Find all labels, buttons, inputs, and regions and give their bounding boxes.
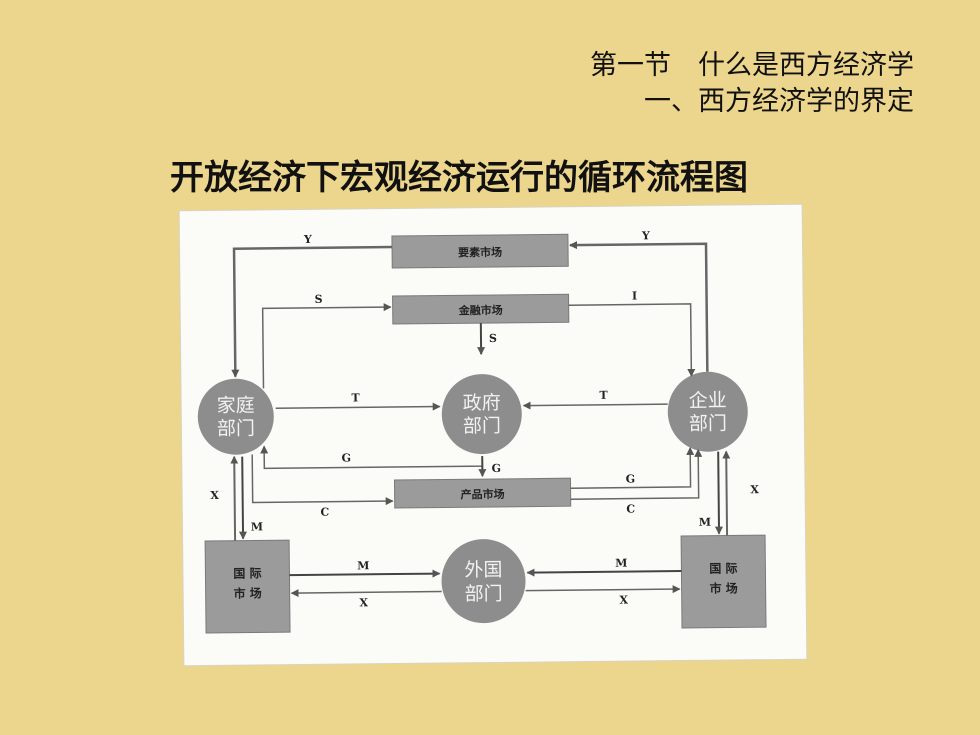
section-title: 第一节 什么是西方经济学 一、西方经济学的界定: [590, 48, 914, 120]
flow-label-m-right: M: [699, 516, 711, 529]
intl-market-right-label-1: 国 际: [709, 561, 737, 575]
flow-label-s-gov: S: [489, 332, 497, 345]
intl-market-right-label-2: 市 场: [709, 580, 737, 595]
intl-market-left-box: [204, 539, 291, 634]
flow-label-t-left: T: [351, 391, 360, 404]
flow-y-right: [569, 241, 709, 372]
foreign-label-1: 外国: [464, 559, 502, 581]
flow-s-household: [261, 303, 392, 389]
flow-label-m-bottom-left: M: [357, 559, 369, 572]
intl-market-right-box: [680, 534, 767, 629]
flow-label-m-bottom-right: M: [615, 557, 627, 570]
flow-label-x-right: X: [750, 483, 759, 496]
flow-label-g-center: G: [492, 462, 502, 475]
flow-y-left: [231, 245, 393, 378]
household-label-1: 家庭: [217, 394, 255, 416]
flow-label-y-left: Y: [303, 233, 312, 246]
firm-label-2: 部门: [689, 413, 727, 435]
flow-label-m-left: M: [251, 520, 263, 533]
government-label-2: 部门: [463, 415, 501, 437]
factor-market-box: [391, 233, 569, 269]
household-label-2: 部门: [217, 417, 255, 439]
section-title-line1: 第一节 什么是西方经济学: [590, 50, 914, 81]
factor-market-label: 要素市场: [458, 245, 502, 259]
flow-c-household: [251, 454, 394, 506]
flow-label-g-right: G: [626, 473, 636, 486]
financial-market-label: 金融市场: [458, 303, 503, 317]
flow-label-x-left: X: [210, 489, 219, 502]
government-label-1: 政府: [463, 392, 501, 414]
firm-label-1: 企业: [689, 390, 727, 412]
section-title-line2: 一、西方经济学的界定: [644, 86, 914, 117]
flow-c-firm: [570, 448, 703, 500]
flow-t-left: [275, 402, 441, 411]
government-node: [441, 374, 522, 455]
flow-label-x-bottom-left: X: [359, 596, 368, 609]
flow-m-to-foreign-right: [526, 568, 682, 577]
flow-label-x-bottom-right: X: [619, 594, 628, 607]
foreign-label-2: 部门: [465, 583, 503, 605]
flow-t-right: [522, 401, 668, 410]
flow-x-from-foreign-left: [290, 589, 442, 598]
flow-i-firm: [568, 303, 696, 377]
flow-label-s-left: S: [315, 293, 323, 306]
household-node: [197, 378, 274, 455]
slide-heading: 开放经济下宏观经济运行的循环流程图: [170, 158, 748, 198]
intl-market-left-label-2: 市 场: [233, 585, 261, 600]
flow-label-g-left: G: [341, 451, 351, 464]
flow-label-y-right: Y: [641, 229, 650, 242]
firm-node: [667, 371, 748, 452]
intl-market-left-label-1: 国 际: [233, 566, 261, 580]
flow-m-to-foreign-left: [289, 569, 441, 578]
flow-x-left: [230, 455, 239, 541]
flow-m-right: [714, 451, 723, 535]
product-market-box: [393, 477, 572, 509]
flow-x-from-foreign-right: [525, 585, 681, 594]
flow-label-c-right: C: [626, 503, 635, 516]
diagram-panel: 要素市场 金融市场 产品市场 国 际 市 场 国 际 市 场 家庭 部门 政府 …: [179, 204, 807, 666]
flow-label-c-left: C: [320, 506, 329, 519]
flow-label-i: I: [632, 289, 637, 302]
flow-g-firm: [570, 446, 695, 489]
flow-label-t-right: T: [599, 389, 608, 402]
flow-g-household: [260, 445, 484, 470]
foreign-node: [441, 539, 526, 624]
flow-x-right: [722, 450, 731, 536]
flow-m-left: [238, 456, 247, 540]
product-market-label: 产品市场: [461, 487, 505, 501]
circular-flow-diagram: 要素市场 金融市场 产品市场 国 际 市 场 国 际 市 场 家庭 部门 政府 …: [197, 229, 767, 634]
